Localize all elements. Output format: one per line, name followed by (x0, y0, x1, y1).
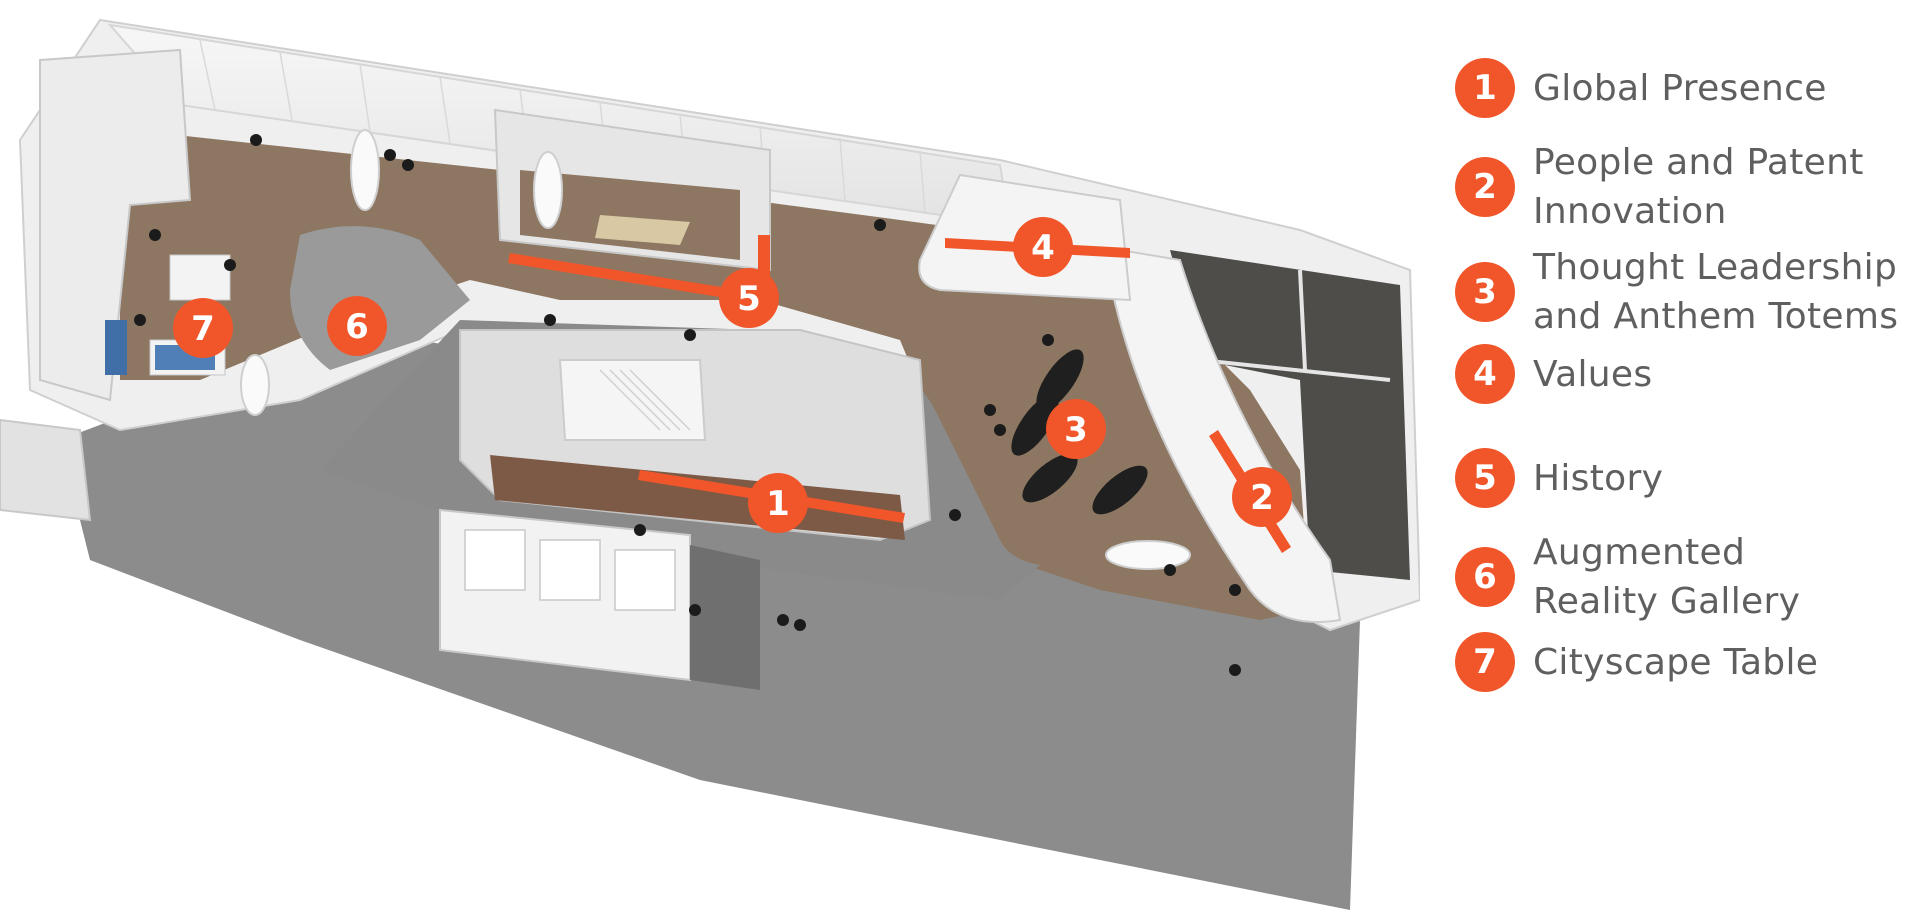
map-marker-3: 3 (1046, 399, 1106, 459)
dark-room-walls (1199, 269, 1391, 382)
legend-item-cityscape-table: 7 Cityscape Table (1455, 632, 1910, 692)
cabinet-shadow (690, 545, 760, 690)
svg-text:5: 5 (737, 279, 761, 319)
totems (1011, 349, 1148, 515)
stair-block (558, 359, 707, 441)
columns (240, 129, 1191, 570)
svg-text:2: 2 (1250, 478, 1274, 518)
legend-badge: 6 (1455, 547, 1515, 607)
patent-wall (1108, 248, 1342, 623)
svg-text:1: 1 (766, 484, 790, 524)
cabinet-tops (464, 529, 676, 611)
map-marker-7: 7 (173, 298, 233, 358)
stair-treads (599, 369, 691, 431)
legend-item-thought-leadership: 3 Thought Leadership and Anthem Totems (1455, 243, 1910, 341)
visitor-figures (134, 134, 1241, 676)
legend-label: Cityscape Table (1533, 641, 1819, 683)
history-table (595, 215, 690, 245)
left-stair (0, 418, 92, 522)
legend-item-history: 5 History (1455, 448, 1910, 508)
legend-label: Global Presence (1533, 67, 1827, 109)
legend-item-values: 4 Values (1455, 344, 1910, 404)
legend-label: People and Patent Innovation (1533, 142, 1864, 232)
legend-badge: 3 (1455, 262, 1515, 322)
svg-text:7: 7 (191, 309, 215, 349)
map-marker-1: 1 (748, 473, 808, 533)
map-marker-5: 5 (719, 268, 779, 328)
dark-rooms (1170, 250, 1410, 580)
history-room-floor (520, 170, 740, 260)
map-marker-4: 4 (1013, 217, 1073, 277)
legend-label: History (1533, 457, 1664, 499)
left-rooms (39, 48, 192, 402)
legend-badge: 7 (1455, 632, 1515, 692)
floor-plan-illustration: 1 2 3 4 5 6 7 (0, 18, 1420, 910)
legend-item-people-and-patent-innovation: 2 People and Patent Innovation (1455, 138, 1910, 236)
legend-label: Values (1533, 353, 1653, 395)
map-marker-2: 2 (1232, 467, 1292, 527)
legend-label: Augmented Reality Gallery (1533, 532, 1801, 622)
legend-badge: 2 (1455, 157, 1515, 217)
legend-badge: 4 (1455, 344, 1515, 404)
svg-text:3: 3 (1064, 410, 1088, 450)
legend-item-global-presence: 1 Global Presence (1455, 58, 1910, 118)
legend-item-augmented-reality-gallery: 6 Augmented Reality Gallery (1455, 528, 1910, 626)
legend-label: Thought Leadership and Anthem Totems (1533, 247, 1899, 337)
svg-text:6: 6 (345, 307, 369, 347)
legend-badge: 5 (1455, 448, 1515, 508)
legend-badge: 1 (1455, 58, 1515, 118)
svg-text:4: 4 (1031, 228, 1055, 268)
map-marker-6: 6 (327, 296, 387, 356)
